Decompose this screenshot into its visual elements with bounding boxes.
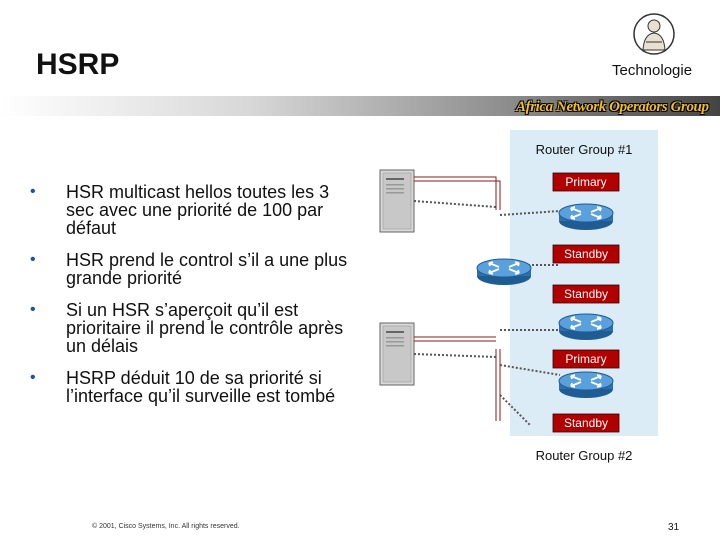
svg-text:Standby: Standby xyxy=(564,247,608,261)
state-badge: Standby xyxy=(552,413,620,433)
subtitle: Technologie xyxy=(612,62,693,79)
router-icon xyxy=(558,371,614,399)
router-group-1-label: Router Group #1 xyxy=(536,142,633,157)
band-logo-text: Africa Network Operators Group xyxy=(516,99,709,115)
slide-title: HSRP xyxy=(36,48,120,81)
svg-text:Standby: Standby xyxy=(564,287,608,301)
page-number: 31 xyxy=(668,522,680,533)
state-badge: Standby xyxy=(552,284,620,304)
bullet-item: HSR prend le control s’il a une plus gra… xyxy=(30,251,360,287)
hsrp-diagram: Primary Standby Standby Primary Standby … xyxy=(379,130,658,463)
bullet-list: HSR multicast hellos toutes les 3 sec av… xyxy=(30,183,360,419)
router-group-2-label: Router Group #2 xyxy=(536,448,633,463)
svg-text:Primary: Primary xyxy=(565,352,606,366)
router-icon xyxy=(558,203,614,231)
copyright-text: © 2001, Cisco Systems, Inc. All rights r… xyxy=(92,523,240,530)
bullet-item: HSR multicast hellos toutes les 3 sec av… xyxy=(30,183,360,237)
state-badge: Primary xyxy=(552,172,620,192)
header-band xyxy=(0,96,720,116)
afnog-logo-icon xyxy=(633,13,675,55)
svg-text:Standby: Standby xyxy=(564,416,608,430)
bullet-item: HSRP déduit 10 de sa priorité si l’inter… xyxy=(30,369,360,405)
router-icon xyxy=(558,313,614,341)
bullet-item: Si un HSR s’aperçoit qu’il est prioritai… xyxy=(30,301,360,355)
state-badge: Primary xyxy=(552,349,620,369)
server-icon xyxy=(379,169,415,233)
svg-text:Primary: Primary xyxy=(565,175,606,189)
router-icon xyxy=(476,258,532,286)
server-icon xyxy=(379,322,415,386)
state-badge: Standby xyxy=(552,244,620,264)
